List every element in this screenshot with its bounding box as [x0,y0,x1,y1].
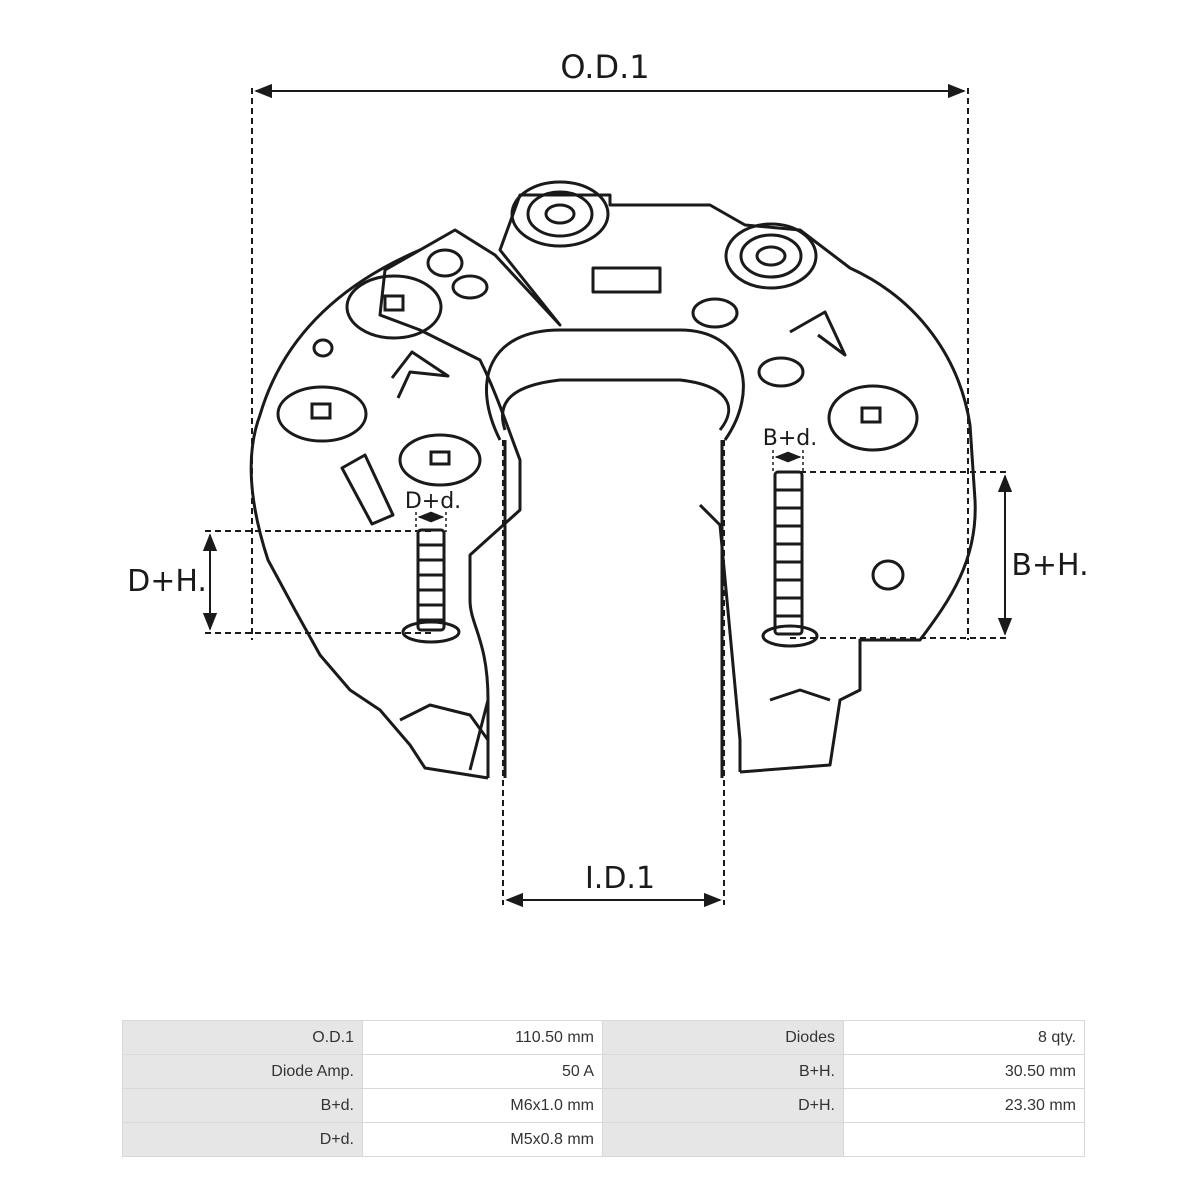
spec-value: 30.50 mm [843,1054,1085,1089]
spec-label: B+H. [602,1054,844,1089]
mounting-holes [312,248,905,591]
spec-label: O.D.1 [122,1020,363,1055]
spec-label: B+d. [122,1088,363,1123]
spec-label: D+d. [122,1122,363,1157]
spec-value [843,1122,1085,1157]
dimension-b-plus-d: B+d. [763,426,817,472]
spec-label: D+H. [602,1088,844,1123]
rectifier-technical-drawing: O.D.1 I.D.1 D+H. B+H. D+d. B+d. [127,48,1089,908]
b-plus-stud [761,470,819,648]
rectifier-body [249,193,977,780]
dimension-id1: I.D.1 [502,440,725,908]
spec-value: 50 A [362,1054,603,1089]
dimension-d-plus-h: D+H. [127,530,432,634]
id1-label: I.D.1 [585,861,655,896]
terminal-posts [510,180,818,290]
dimension-b-plus-h: B+H. [790,471,1089,639]
dimension-d-plus-d: D+d. [405,489,461,532]
spec-value: 110.50 mm [362,1020,603,1055]
b-plus-d-label: B+d. [763,426,817,451]
spec-label [602,1122,844,1157]
od1-label: O.D.1 [560,48,649,86]
table-row: D+d. M5x0.8 mm [122,1122,1085,1157]
spec-label: Diode Amp. [122,1054,363,1089]
d-plus-h-label: D+H. [127,564,207,599]
spec-value: M6x1.0 mm [362,1088,603,1123]
markings [340,266,847,526]
table-row: O.D.1 110.50 mm Diodes 8 qty. [122,1020,1085,1055]
spec-value: 23.30 mm [843,1088,1085,1123]
spec-value: M5x0.8 mm [362,1122,603,1157]
table-row: B+d. M6x1.0 mm D+H. 23.30 mm [122,1088,1085,1123]
center-bore [485,328,745,778]
spec-label: Diodes [602,1020,844,1055]
table-row: Diode Amp. 50 A B+H. 30.50 mm [122,1054,1085,1089]
diode-cups [276,274,919,487]
d-plus-stud [401,528,461,644]
spec-value: 8 qty. [843,1020,1085,1055]
specifications-table: O.D.1 110.50 mm Diodes 8 qty. Diode Amp.… [122,1020,1085,1157]
b-plus-h-label: B+H. [1011,548,1088,583]
d-plus-d-label: D+d. [405,489,461,514]
dimension-od1: O.D.1 [251,48,969,640]
